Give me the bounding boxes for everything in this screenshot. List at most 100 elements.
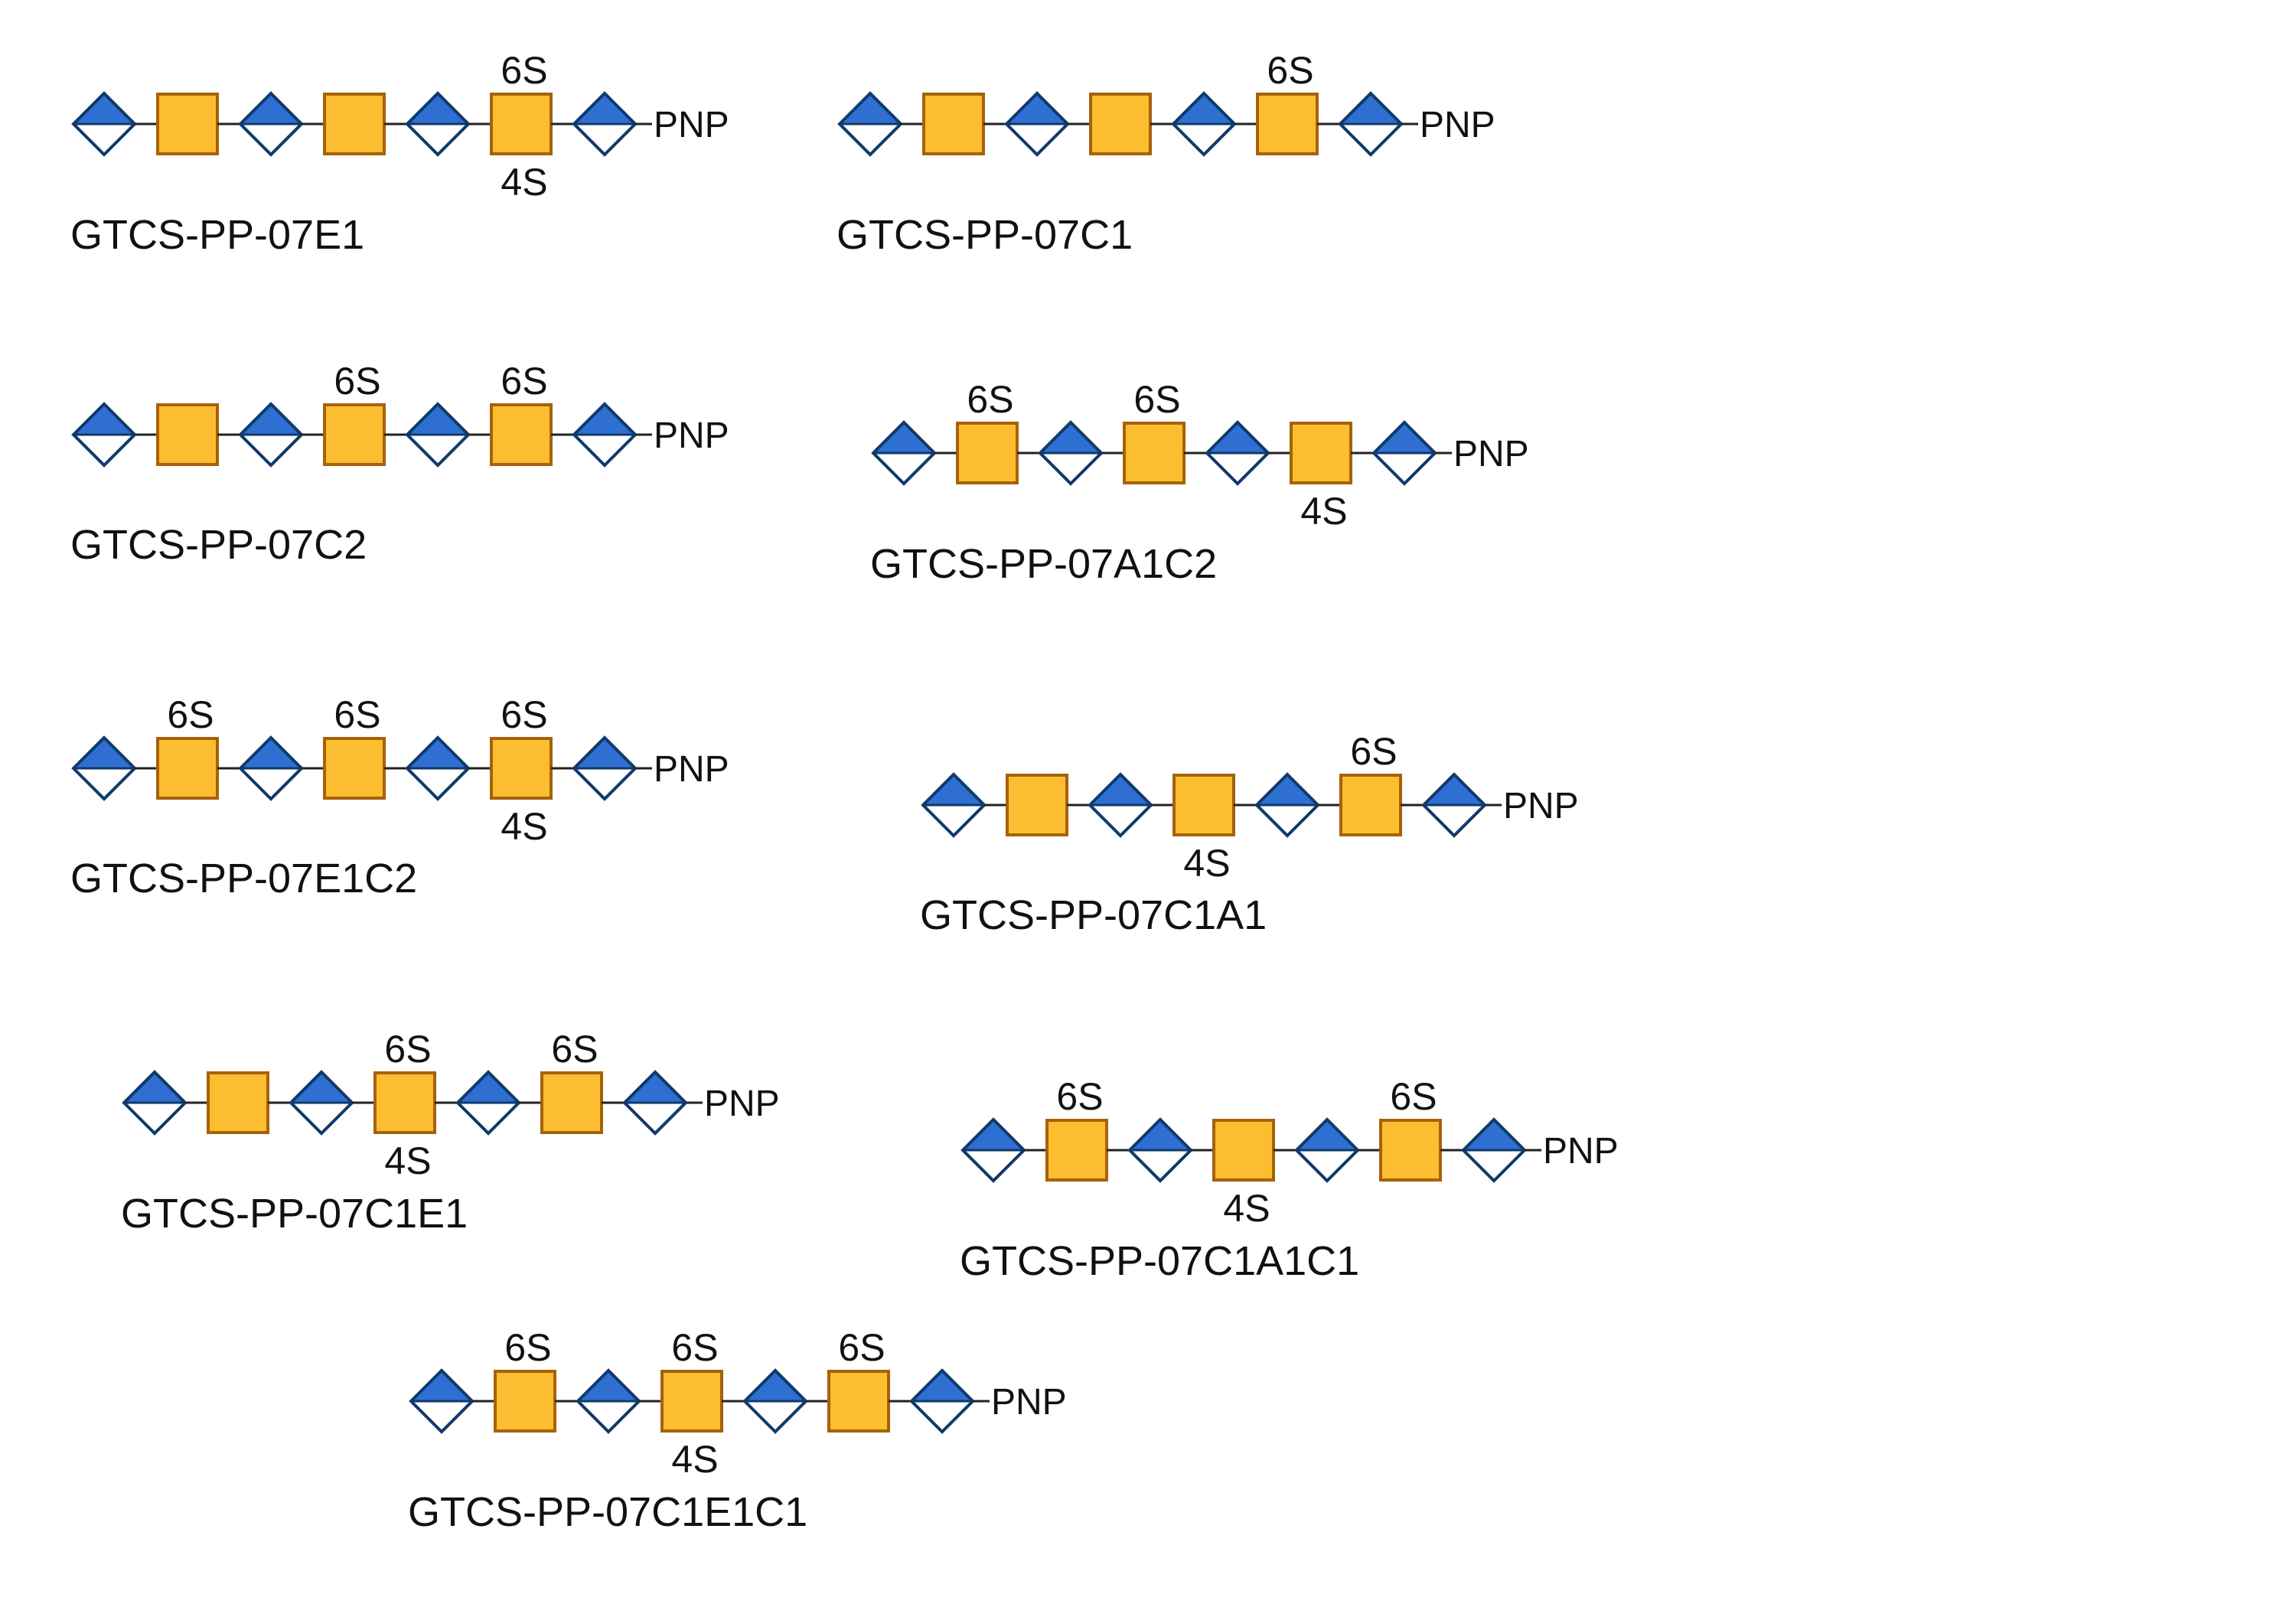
glycan-5: 4S 6S PNP GTCS-PP-07C1A1 [920, 730, 1579, 938]
diamond-bottom-half [873, 453, 934, 484]
glcnac-diamond-2 [455, 1070, 521, 1136]
diamond-top-half [240, 93, 302, 124]
diamond-bottom-half [625, 1103, 686, 1133]
glcnac-diamond-3 [572, 735, 638, 801]
glycan-name-label: GTCS-PP-07C1 [837, 212, 1133, 258]
diamond-top-half [574, 404, 635, 435]
diamond-bottom-half [411, 1401, 472, 1432]
diamond-top-half [1040, 422, 1101, 453]
glcnac-diamond-0 [921, 772, 987, 838]
glcnac-diamond-2 [742, 1368, 808, 1434]
sulfation-6s-label: 6S [501, 693, 547, 736]
sulfation-4s-label: 4S [501, 805, 547, 848]
galnac-square-0 [956, 422, 1019, 484]
galnac-square-2 [827, 1370, 890, 1433]
diamond-top-half [407, 93, 468, 124]
glycan-name-label: GTCS-PP-07C1E1C1 [408, 1489, 807, 1535]
diamond-top-half [240, 404, 302, 435]
diamond-bottom-half [1463, 1150, 1525, 1181]
diamond-top-half [1207, 422, 1268, 453]
galnac-square-0 [1045, 1119, 1108, 1182]
glycan-name-label: GTCS-PP-07E1C2 [70, 856, 417, 901]
glycan-name-label: GTCS-PP-07E1 [70, 212, 364, 258]
glcnac-diamond-2 [1254, 772, 1320, 838]
diamond-bottom-half [1257, 805, 1318, 836]
pnp-aglycone-label: PNP [654, 749, 729, 790]
glycan-name-label: GTCS-PP-07C1A1 [920, 892, 1267, 938]
sulfation-6s-label: 6S [551, 1028, 598, 1071]
diamond-top-half [1296, 1120, 1358, 1150]
glcnac-diamond-3 [572, 91, 638, 157]
diamond-top-half [73, 404, 135, 435]
diamond-bottom-half [240, 768, 302, 799]
diamond-bottom-half [73, 124, 135, 155]
diamond-bottom-half [407, 435, 468, 465]
pnp-aglycone-label: PNP [1503, 786, 1579, 826]
sulfation-6s-label: 6S [1390, 1075, 1437, 1118]
diamond-top-half [963, 1120, 1024, 1150]
pnp-aglycone-label: PNP [1420, 105, 1495, 145]
diamond-top-half [73, 738, 135, 768]
diamond-top-half [840, 93, 901, 124]
galnac-square-0 [156, 93, 219, 155]
sulfation-6s-label: 6S [1056, 1075, 1103, 1118]
glcnac-diamond-2 [1205, 420, 1270, 486]
glcnac-diamond-0 [409, 1368, 475, 1434]
sulfation-6s-label: 6S [1133, 378, 1180, 421]
glcnac-diamond-3 [1338, 91, 1404, 157]
diamond-top-half [1090, 774, 1151, 805]
diamond-bottom-half [745, 1401, 806, 1432]
pnp-aglycone-label: PNP [1543, 1131, 1619, 1172]
sulfation-6s-label: 6S [1350, 730, 1397, 773]
galnac-square-0 [207, 1071, 269, 1134]
glycan-name-label: GTCS-PP-07C1E1 [121, 1191, 468, 1237]
diamond-bottom-half [240, 435, 302, 465]
glcnac-diamond-3 [622, 1070, 688, 1136]
glcnac-diamond-1 [238, 402, 304, 468]
galnac-square-2 [540, 1071, 603, 1134]
diamond-top-half [745, 1371, 806, 1401]
diamond-top-half [407, 738, 468, 768]
diamond-bottom-half [458, 1103, 519, 1133]
glcnac-diamond-1 [289, 1070, 354, 1136]
galnac-square-1 [1212, 1119, 1275, 1182]
glcnac-diamond-2 [405, 735, 471, 801]
diamond-bottom-half [574, 435, 635, 465]
galnac-square-1 [373, 1071, 436, 1134]
diamond-bottom-half [1040, 453, 1101, 484]
glcnac-diamond-3 [572, 402, 638, 468]
diamond-top-half [411, 1371, 472, 1401]
galnac-square-0 [1006, 774, 1068, 836]
diamond-bottom-half [240, 124, 302, 155]
glcnac-diamond-2 [405, 91, 471, 157]
sulfation-6s-label: 6S [1267, 49, 1313, 92]
glcnac-diamond-1 [1127, 1117, 1193, 1183]
glcnac-diamond-0 [122, 1070, 188, 1136]
sulfation-4s-label: 4S [1183, 842, 1230, 885]
sulfation-6s-label: 6S [501, 360, 547, 403]
glcnac-diamond-0 [960, 1117, 1026, 1183]
sulfation-6s-label: 6S [838, 1326, 885, 1369]
glycan-1: 6S PNP GTCS-PP-07C1 [837, 49, 1495, 258]
diamond-bottom-half [1207, 453, 1268, 484]
diamond-bottom-half [1424, 805, 1485, 836]
glcnac-diamond-0 [871, 420, 937, 486]
glcnac-diamond-0 [71, 91, 137, 157]
diamond-top-half [124, 1072, 185, 1103]
diamond-bottom-half [73, 768, 135, 799]
diamond-top-half [1173, 93, 1234, 124]
diamond-bottom-half [1340, 124, 1401, 155]
sulfation-4s-label: 4S [501, 161, 547, 204]
diamond-top-half [1340, 93, 1401, 124]
galnac-square-1 [1089, 93, 1152, 155]
galnac-square-0 [156, 403, 219, 466]
diamond-top-half [458, 1072, 519, 1103]
diamond-top-half [574, 738, 635, 768]
galnac-square-1 [660, 1370, 723, 1433]
diamond-top-half [407, 404, 468, 435]
